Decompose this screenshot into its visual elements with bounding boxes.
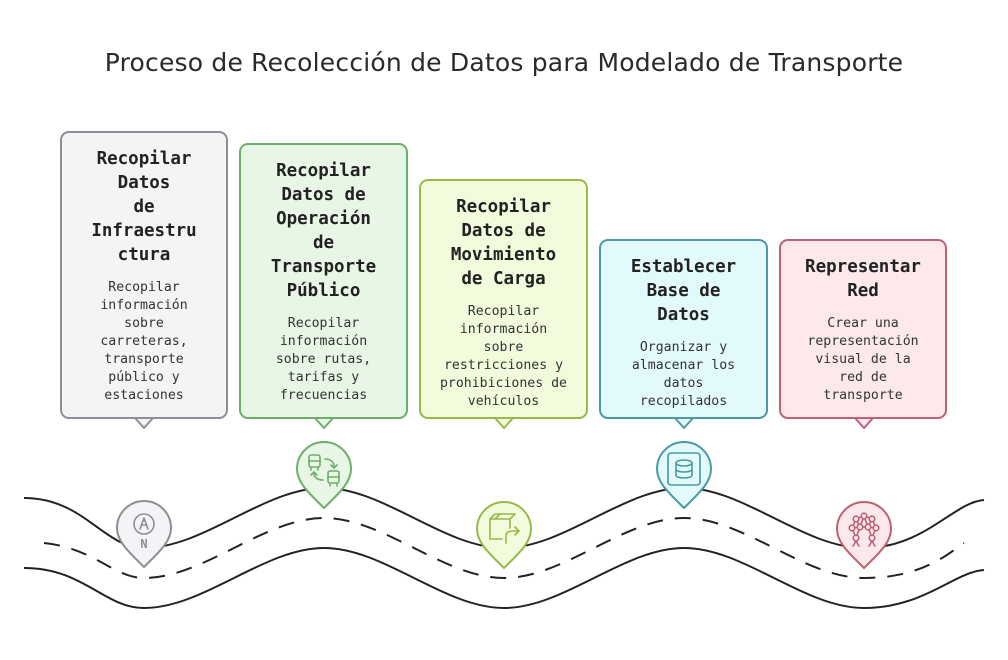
card-pointer bbox=[314, 417, 334, 429]
step-card-public-transport: Recopilar Datos de Operación de Transpor… bbox=[239, 143, 408, 419]
network-icon bbox=[848, 512, 880, 547]
step-title: Recopilar Datos de Movimiento de Carga bbox=[450, 197, 557, 289]
package-icon bbox=[489, 513, 520, 544]
road-edge-bottom bbox=[23, 546, 985, 610]
package-pin bbox=[475, 501, 533, 570]
bus-exchange-pin bbox=[295, 441, 353, 510]
road-center-dashes bbox=[43, 516, 965, 580]
compass-pin: N bbox=[115, 500, 173, 569]
step-description: Crear una representación visual de la re… bbox=[807, 316, 919, 403]
card-pointer bbox=[854, 417, 874, 429]
step-card-freight: Recopilar Datos de Movimiento de Carga R… bbox=[419, 179, 588, 419]
step-card-infrastructure: Recopilar Datos de Infraestru ctura Reco… bbox=[60, 131, 228, 419]
step-title: Recopilar Datos de Operación de Transpor… bbox=[270, 161, 377, 301]
step-description: Recopilar información sobre carreteras, … bbox=[100, 280, 188, 403]
bus-exchange-icon bbox=[308, 454, 340, 487]
database-pin bbox=[655, 441, 713, 510]
card-pointer bbox=[674, 417, 694, 429]
step-description: Recopilar información sobre rutas, tarif… bbox=[275, 316, 372, 403]
compass-letter: N bbox=[140, 537, 147, 551]
card-pointer bbox=[134, 417, 154, 429]
step-title: Establecer Base de Datos bbox=[630, 257, 737, 325]
step-card-network: Representar Red Crear una representación… bbox=[779, 239, 947, 419]
network-pin bbox=[835, 501, 893, 570]
compass-icon: N bbox=[133, 513, 155, 551]
step-description: Organizar y almacenar los datos recopila… bbox=[631, 340, 736, 409]
step-title: Recopilar Datos de Infraestru ctura bbox=[91, 149, 197, 265]
card-pointer bbox=[494, 417, 514, 429]
database-icon bbox=[667, 452, 701, 486]
step-card-database: Establecer Base de Datos Organizar y alm… bbox=[599, 239, 768, 419]
step-description: Recopilar información sobre restriccione… bbox=[439, 304, 568, 409]
step-title: Representar Red bbox=[805, 257, 921, 301]
page-title: Proceso de Recolección de Datos para Mod… bbox=[104, 48, 904, 77]
